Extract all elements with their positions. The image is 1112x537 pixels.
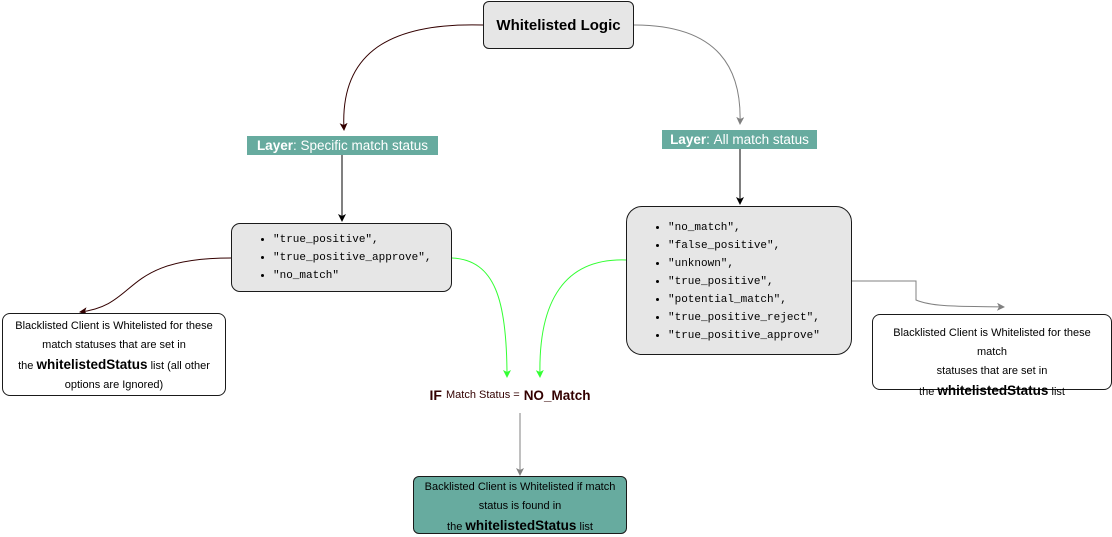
layer-sep: : [706,132,710,147]
arrow-right-list-to-note [852,280,1005,311]
note-line: options are Ignored) [64,379,164,391]
condition-value: NO_Match [523,387,591,403]
list-item: "true_positive_reject", [668,309,851,327]
layer-label-all: Layer: All match status [662,130,817,149]
condition-text: Match Status = [446,389,520,401]
result-line: the whitelistedStatus list [447,518,593,533]
note-line: Blacklisted Client is Whitelisted for th… [15,320,213,332]
whitelisted-status-keyword: whitelistedStatus [36,357,148,372]
result-line: status is found in [478,500,562,512]
layer-sep: : [292,138,297,153]
whitelisted-status-keyword: whitelistedStatus [465,518,577,533]
note-line: Blacklisted Client is Whitelisted for th… [893,327,1091,358]
list-item: "unknown", [668,255,851,273]
note-line: the whitelistedStatus list [919,383,1065,398]
specific-status-list: "true_positive", "true_positive_approve"… [231,223,452,292]
note-line: statuses that are set in [936,365,1048,377]
list-item: "true_positive", [273,231,451,249]
list-item: "potential_match", [668,291,851,309]
arrow-left-list-to-note [79,257,232,316]
arrow-right-list-to-condition [535,259,627,378]
all-status-list: "no_match", "false_positive", "unknown",… [626,206,852,355]
diagram-title: Whitelisted Logic [496,16,621,34]
list-item: "false_positive", [668,237,851,255]
list-item: "true_positive_approve" [668,327,851,345]
result-box: Backlisted Client is Whitelisted if matc… [413,476,627,534]
layer-prefix: Layer [256,138,293,153]
condition-keyword: IF [429,387,442,403]
list-item: "true_positive_approve", [273,249,451,267]
arrow-title-to-right-layer [633,24,745,125]
layer-name: Specific match status [300,138,429,153]
all-whitelist-note: Blacklisted Client is Whitelisted for th… [872,314,1112,398]
list-item: "true_positive", [668,273,851,291]
whitelisted-status-keyword: whitelistedStatus [937,383,1049,398]
list-item: "no_match", [668,219,851,237]
layer-label-specific: Layer: Specific match status [247,136,438,155]
arrow-left-list-to-condition [451,257,511,378]
note-line: match statuses that are set in [42,339,186,351]
layer-name: All match status [713,132,809,147]
title-box: Whitelisted Logic [483,1,634,49]
list-item: "no_match" [273,267,451,285]
condition-label: IF Match Status = NO_Match [420,385,600,405]
result-line: Backlisted Client is Whitelisted if matc… [424,481,616,493]
arrow-title-to-left-layer [339,24,484,131]
note-line: the whitelistedStatus list (all other [18,357,210,372]
layer-prefix: Layer [670,132,707,147]
specific-whitelist-note: Blacklisted Client is Whitelisted for th… [2,313,226,396]
